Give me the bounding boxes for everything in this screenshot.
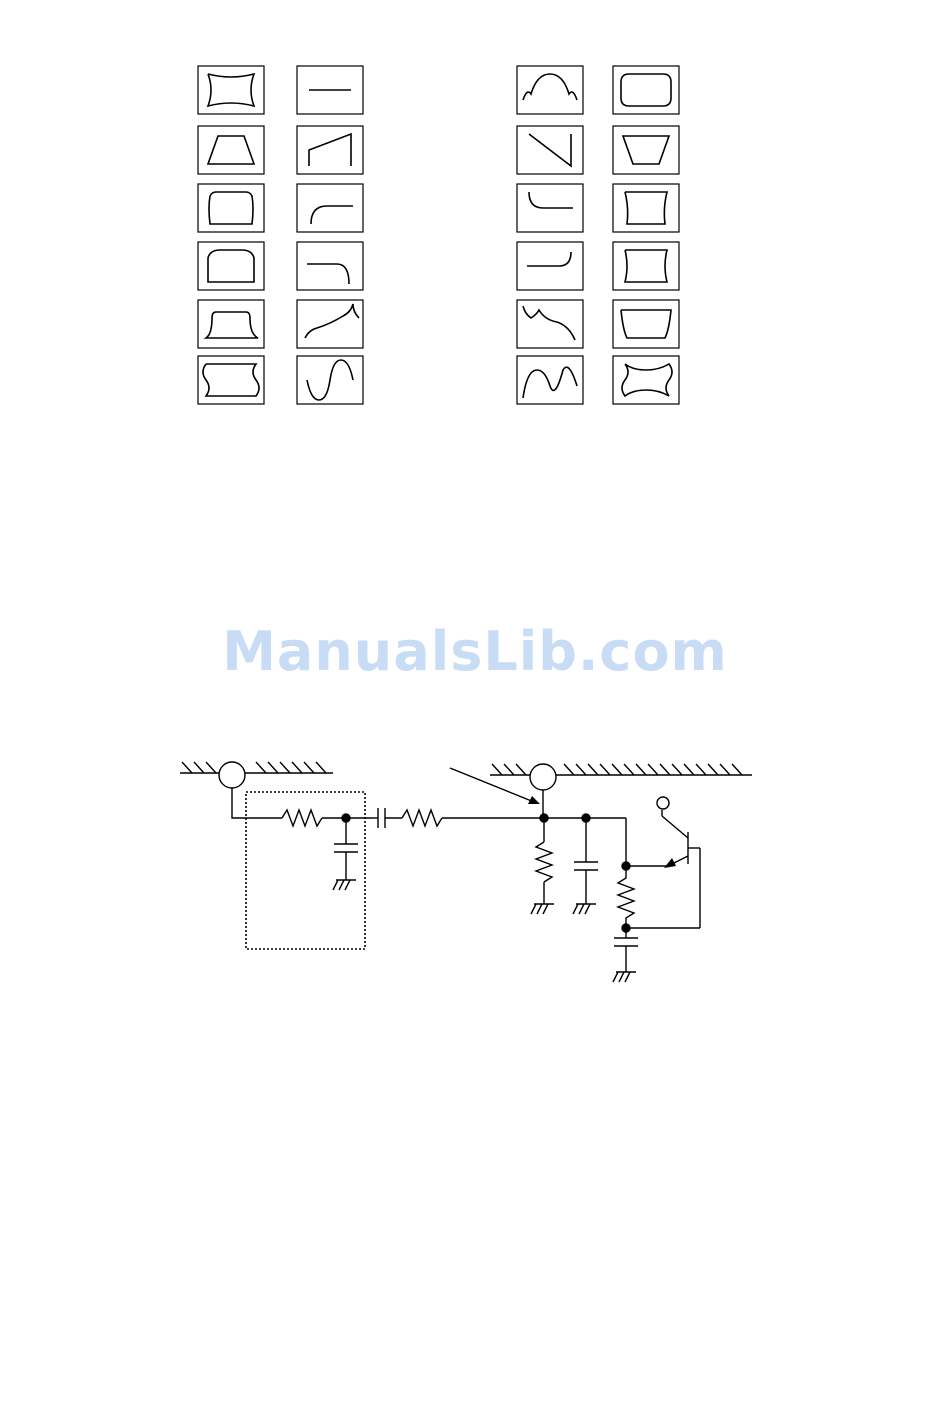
grid-cell-frame [198, 300, 264, 348]
grid-cell-s-wave-sides [198, 356, 264, 404]
falling-knee-shape [307, 264, 349, 284]
grid-cell-s-wave-sides-inverse [613, 356, 679, 404]
corner-bulge-shape [209, 192, 253, 224]
double-cusp-up-shape [305, 304, 359, 338]
grid-cell-sine-m [517, 356, 583, 404]
supply-terminal [657, 797, 669, 809]
trapezoid-shape [208, 136, 254, 164]
grid-cell-rising-knee-right [517, 242, 583, 290]
node-3 [582, 814, 590, 822]
ground-3 [573, 904, 596, 914]
grid-cell-frame [517, 66, 583, 114]
grid-cell-frame [297, 184, 363, 232]
grid-cell-frame [297, 126, 363, 174]
grid-cell-falling-sawtooth [517, 126, 583, 174]
capacitor-c1 [334, 822, 358, 880]
capacitor-c3 [614, 932, 638, 972]
grid-cell-falling-knee-left [517, 184, 583, 232]
falling-sawtooth-shape [529, 134, 571, 166]
grid-cell-corner-bulge [198, 184, 264, 232]
capacitor-series [372, 808, 402, 828]
grid-cell-rising-sawtooth [297, 126, 363, 174]
grid-cell-frame [613, 126, 679, 174]
sine-m-shape [523, 367, 577, 398]
ground-1 [333, 880, 356, 890]
node-4 [622, 862, 630, 870]
grid-cell-frame [198, 184, 264, 232]
ground-hatch-right [490, 764, 752, 775]
geometry-distortion-grid [0, 50, 950, 470]
grid-cell-frame [517, 300, 583, 348]
rising-knee-shape [311, 206, 353, 224]
s-wave-sides-shape [203, 364, 259, 396]
grid-cell-top-round [198, 242, 264, 290]
falling-knee-left-shape [529, 192, 573, 208]
ground-4 [613, 972, 636, 982]
capacitor-c2 [574, 822, 598, 904]
grid-cell-rising-knee [297, 184, 363, 232]
node-5 [622, 924, 630, 932]
grid-cell-falling-knee [297, 242, 363, 290]
pointer-arrow [450, 768, 540, 804]
resistor-r3 [536, 842, 552, 882]
resistor-r1 [282, 810, 322, 826]
grid-cell-barrel [613, 66, 679, 114]
node-2 [540, 814, 548, 822]
bottom-round-shape [625, 250, 667, 282]
rising-sawtooth-shape [309, 134, 351, 166]
resistor-r4 [618, 870, 634, 924]
circuit-schematic [0, 740, 950, 1000]
top-round-shape [208, 250, 254, 282]
ground-2 [531, 904, 554, 914]
grid-cell-bottom-round [613, 242, 679, 290]
grid-cell-frame [613, 66, 679, 114]
grid-cell-top-corner-bulge [613, 184, 679, 232]
grid-cell-double-cusp-down [517, 300, 583, 348]
grid-cell-bowl [613, 300, 679, 348]
terminal-right [530, 764, 556, 790]
arch-shape [523, 74, 577, 100]
ground-hatch-left [180, 762, 333, 773]
bowl-shape [621, 310, 671, 338]
grid-cell-flat-top [198, 300, 264, 348]
grid-cell-arch [517, 66, 583, 114]
inverted-trapezoid-shape [623, 136, 669, 164]
grid-cell-frame [297, 242, 363, 290]
grid-cell-sine-w [297, 356, 363, 404]
terminal-left [219, 762, 245, 788]
grid-cell-frame [613, 184, 679, 232]
watermark: ManualsLib.com [0, 620, 950, 683]
grid-cell-pincushion [198, 66, 264, 114]
flat-top-shape [206, 312, 258, 338]
pincushion-shape [208, 74, 254, 106]
grid-cell-flat-line [297, 66, 363, 114]
grid-cell-double-cusp-up [297, 300, 363, 348]
grid-cell-frame [198, 126, 264, 174]
double-cusp-down-shape [523, 306, 575, 340]
grid-cell-trapezoid [198, 126, 264, 174]
sine-w-shape [307, 360, 353, 400]
top-corner-bulge-shape [625, 192, 667, 224]
transistor-q1 [662, 816, 700, 928]
node-1 [342, 814, 350, 822]
barrel-shape [621, 74, 671, 106]
rising-knee-right-shape [527, 252, 571, 266]
s-wave-sides-inverse-shape [622, 364, 672, 396]
grid-cell-inverted-trapezoid [613, 126, 679, 174]
resistor-r2 [402, 810, 442, 826]
